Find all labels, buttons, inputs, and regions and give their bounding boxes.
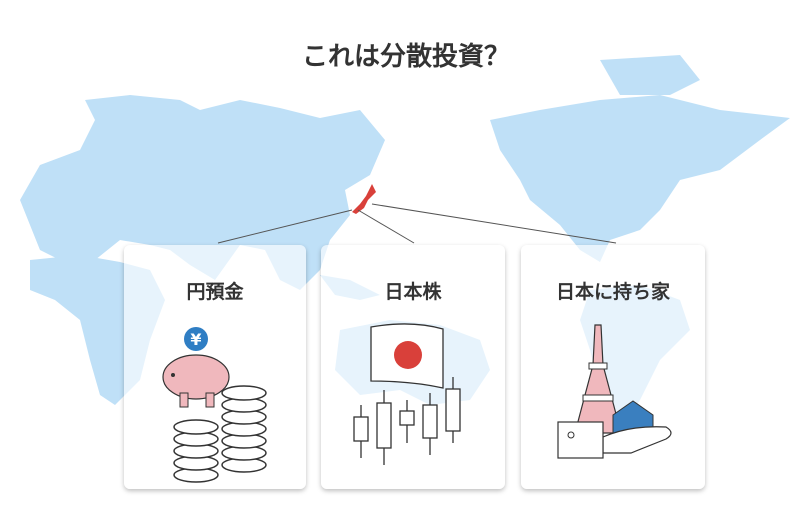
card-label: 日本に持ち家 <box>555 281 670 303</box>
yen-coin-icon: ¥ <box>190 330 201 349</box>
card-label: 円預金 <box>186 281 244 303</box>
piggy-bank-icon: ¥ <box>162 327 267 483</box>
japan-highlight <box>352 184 376 214</box>
card-home-ownership: 日本に持ち家 <box>521 245 705 489</box>
tokyo-tower-house-icon <box>557 324 672 459</box>
card-label: 日本株 <box>384 281 442 303</box>
japan-flag-candlestick-icon <box>353 323 461 465</box>
connector-lines <box>217 203 617 244</box>
card-yen-deposit: 円預金 ¥ <box>124 245 306 489</box>
page-title: これは分散投資？ <box>301 42 510 72</box>
card-japanese-stocks: 日本株 <box>321 245 505 489</box>
eurasia <box>20 95 385 290</box>
north-america <box>490 95 790 262</box>
greenland <box>600 55 700 95</box>
